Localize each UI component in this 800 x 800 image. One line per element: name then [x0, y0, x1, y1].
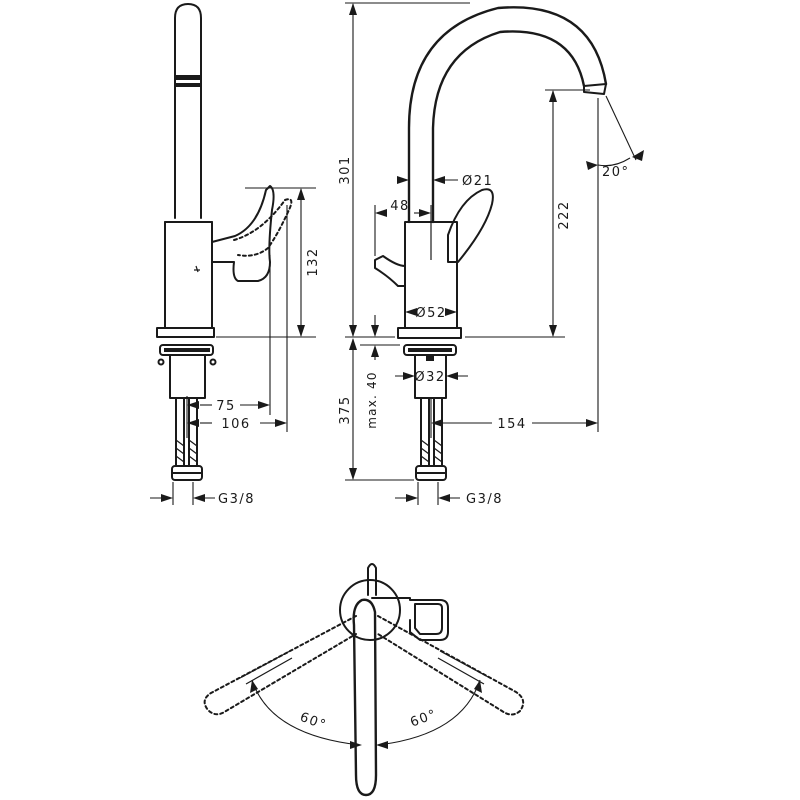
side-hoses: [175, 397, 198, 467]
top-body-circle: [339, 579, 401, 641]
thread-right-label: G3/8: [466, 492, 503, 507]
dim-spout-diameter: Ø21: [397, 174, 493, 189]
dim-lever-reach: 75 106: [186, 205, 288, 438]
dim-o32-label: Ø32: [414, 370, 445, 385]
side-lever-alt: [233, 198, 293, 257]
top-view: 60° 60°: [203, 563, 525, 797]
side-spout-tube: [174, 3, 202, 219]
front-lever: [447, 188, 494, 263]
dim-48-label: 48: [390, 199, 410, 214]
top-lever-center: [352, 598, 378, 797]
dim-60deg-right-label: 60°: [408, 707, 439, 731]
dim-o52-label: Ø52: [415, 306, 446, 321]
top-lever-left-swing: [203, 615, 357, 716]
dim-spout-angle: 20°: [586, 95, 644, 180]
dim-spout-projection: 154: [430, 98, 599, 438]
dim-o21-label: Ø21: [462, 174, 493, 189]
side-body: [164, 221, 213, 329]
dim-body-diameter: Ø52: [404, 304, 458, 321]
dim-lever-offset: 48: [374, 199, 432, 256]
front-hoses: [420, 397, 443, 467]
side-aerator-band: [175, 75, 201, 80]
dim-connection-length: 375: [338, 338, 414, 481]
dim-222-label: 222: [557, 200, 572, 229]
dim-total-height: 301: [338, 2, 470, 338]
dim-thread-left: G3/8: [150, 482, 255, 507]
dim-20deg-label: 20°: [602, 165, 630, 180]
front-base-plate: [397, 327, 462, 339]
side-lever: [211, 185, 275, 282]
side-mounting-nut: [159, 344, 214, 356]
top-lever-right-swing: [377, 615, 525, 716]
dim-375-label: 375: [338, 395, 353, 424]
dim-132-label: 132: [306, 247, 321, 276]
dim-lever-height: 132: [216, 187, 321, 338]
front-gooseneck-inner: [431, 30, 586, 224]
dim-301-label: 301: [338, 155, 353, 184]
side-base-plate: [156, 327, 215, 338]
dim-106-label: 106: [221, 417, 250, 432]
dim-60deg-left-label: 60°: [298, 710, 329, 734]
dim-75-label: 75: [216, 399, 236, 414]
front-lever-stub: [374, 255, 406, 287]
side-shank: [169, 355, 206, 399]
dim-max40-label: max. 40: [365, 371, 379, 428]
side-view: 132 75 106 G3/8: [150, 3, 321, 507]
dim-shank-diameter: Ø32: [395, 370, 468, 385]
dim-counter-max: max. 40: [360, 315, 400, 429]
dim-154-label: 154: [497, 417, 526, 432]
front-spout-tip: [583, 83, 607, 95]
dim-swivel-angles: 60° 60°: [250, 679, 482, 749]
dim-thread-right: G3/8: [395, 482, 503, 507]
thread-left-label: G3/8: [218, 492, 255, 507]
top-spout-top: [367, 563, 377, 596]
front-gooseneck-outer: [407, 6, 608, 224]
dim-spout-outlet-height: 222: [465, 89, 590, 338]
front-view: 301 222 Ø21 48: [338, 2, 644, 507]
top-back-plate: [371, 597, 449, 641]
